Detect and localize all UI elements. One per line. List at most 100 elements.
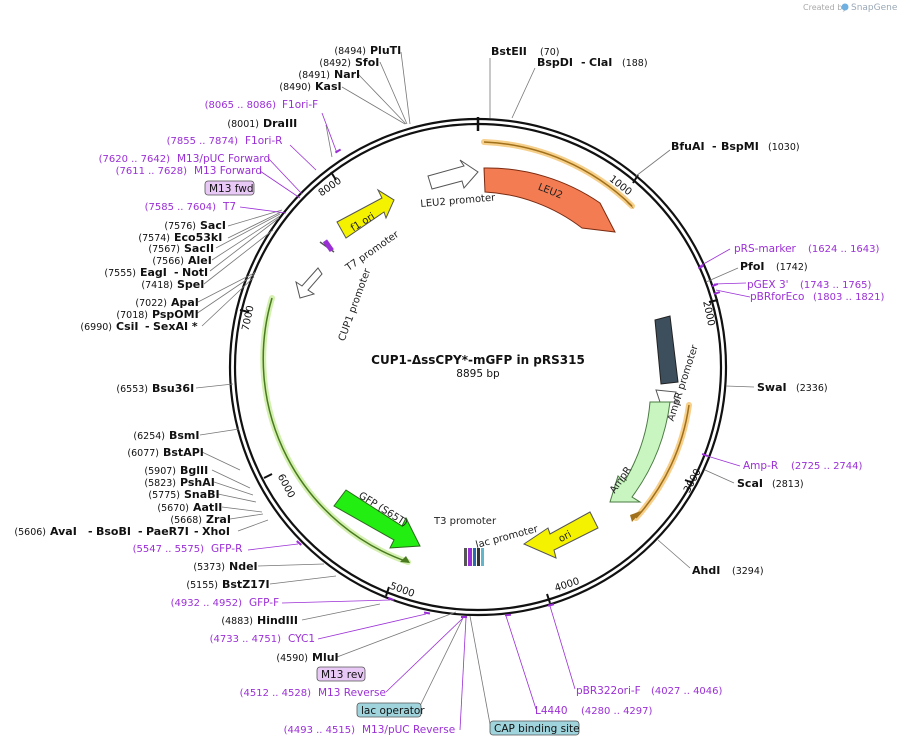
site-bstapi[interactable]: BstAPI xyxy=(163,446,204,459)
site-bstapi-pos: (6077) xyxy=(127,448,159,459)
credit-prefix: Created by xyxy=(803,3,847,12)
site-scai[interactable]: ScaI xyxy=(737,477,763,490)
primer-gfp-r[interactable]: GFP-R xyxy=(211,543,242,555)
primer-gfp-r-range: (5547 .. 5575) xyxy=(133,544,205,555)
site-scai-pos: (2813) xyxy=(772,479,804,490)
site-bsobi-dash: - xyxy=(88,525,93,538)
site-bfuai[interactable]: BfuAI xyxy=(671,140,705,153)
plasmid-name: CUP1-ΔssCPY*-mGFP in pRS315 xyxy=(371,353,585,367)
cap-binding-site-box[interactable] xyxy=(489,720,580,736)
site-bsmi[interactable]: BsmI xyxy=(169,429,200,442)
site-aatii[interactable]: AatII xyxy=(193,501,222,514)
site-apai-pos: (7022) xyxy=(135,298,167,309)
site-spei[interactable]: SpeI xyxy=(177,278,204,291)
site-bspmi-pos: (1030) xyxy=(768,142,800,153)
site-pluti[interactable]: PluTI xyxy=(370,44,401,57)
primer-amp-r-range: (2725 .. 2744) xyxy=(791,461,863,472)
site-paer7i-dash: - xyxy=(138,525,143,538)
site-bsobi[interactable]: BsoBI xyxy=(96,525,131,538)
site-eagi[interactable]: EagI xyxy=(140,266,167,279)
site-pshai-pos: (5823) xyxy=(144,478,176,489)
ampr-orf-line xyxy=(635,404,690,519)
site-snabi-pos: (5775) xyxy=(148,490,180,501)
site-sexai[interactable]: SexAI * xyxy=(153,320,198,333)
site-nari[interactable]: NarI xyxy=(334,68,360,81)
site-eco53ki[interactable]: Eco53kI xyxy=(174,231,222,244)
site-pspomi[interactable]: PspOMI xyxy=(152,308,199,321)
site-sacii[interactable]: SacII xyxy=(184,242,214,255)
tick-label-4000: 4000 xyxy=(553,576,581,594)
cup1-promoter-arrow xyxy=(295,267,323,299)
primer-m13puc-fwd[interactable]: M13/pUC Forward xyxy=(177,153,270,165)
site-avai[interactable]: AvaI xyxy=(50,525,77,538)
site-swai[interactable]: SwaI xyxy=(757,381,787,394)
m13-rev-box[interactable] xyxy=(316,666,366,682)
primer-l4440[interactable]: L4440 xyxy=(535,705,568,717)
primer-pbrforeco-range: (1803 .. 1821) xyxy=(813,292,885,303)
site-paer7i[interactable]: PaeR7I xyxy=(146,525,189,538)
site-bsteii[interactable]: BstEII xyxy=(491,45,527,58)
site-saci[interactable]: SacI xyxy=(200,219,226,232)
m13-fwd-box[interactable] xyxy=(204,180,255,196)
site-snabi[interactable]: SnaBI xyxy=(184,488,220,501)
site-csii[interactable]: CsiI xyxy=(116,320,138,333)
primer-amp-r[interactable]: Amp-R xyxy=(743,460,778,472)
primer-f1ori-f[interactable]: F1ori-F xyxy=(282,99,318,111)
site-ndei[interactable]: NdeI xyxy=(229,560,258,573)
leu2-orf-arrowhead xyxy=(626,202,634,209)
site-bsu36i[interactable]: Bsu36I xyxy=(152,382,194,395)
primer-pgex3-range: (1743 .. 1765) xyxy=(800,280,872,291)
site-ndei-pos: (5373) xyxy=(193,562,225,573)
left-site-labels: (8494) PluTI (8492) SfoI (8491) NarI (84… xyxy=(14,44,401,664)
plasmid-length: 8895 bp xyxy=(456,368,500,380)
t7-promoter-label: T7 promoter xyxy=(343,229,402,275)
primer-pbrforeco[interactable]: pBRforEco xyxy=(750,291,804,303)
lac-operator-box[interactable] xyxy=(356,702,422,718)
ori-label: ori xyxy=(557,529,574,545)
site-mlui[interactable]: MluI xyxy=(312,651,339,664)
site-draiii[interactable]: DraIII xyxy=(263,117,297,130)
site-sacii-pos: (7567) xyxy=(148,244,180,255)
gfp-orf-arrowhead xyxy=(400,556,410,563)
site-eco53ki-pos: (7574) xyxy=(138,233,170,244)
site-eagi-pos: (7555) xyxy=(104,268,136,279)
site-clai[interactable]: ClaI xyxy=(589,56,612,69)
site-xhoi[interactable]: XhoI xyxy=(202,525,230,538)
site-bstz17i[interactable]: BstZ17I xyxy=(222,578,270,591)
primer-cyc1[interactable]: CYC1 xyxy=(288,633,315,645)
tick-label-6000: 6000 xyxy=(275,472,297,500)
site-ahdi[interactable]: AhdI xyxy=(692,564,720,577)
primer-prs-marker[interactable]: pRS-marker xyxy=(734,243,797,255)
site-zrai[interactable]: ZraI xyxy=(206,513,231,526)
site-hindiii[interactable]: HindIII xyxy=(257,614,298,627)
primer-f1ori-r[interactable]: F1ori-R xyxy=(245,135,282,147)
site-bspmi[interactable]: BspMI xyxy=(721,140,759,153)
site-kasi[interactable]: KasI xyxy=(315,80,342,93)
gfp-feature-arrow xyxy=(333,489,421,549)
ampr-feature-arrow xyxy=(609,401,671,503)
site-bglii[interactable]: BglII xyxy=(180,464,208,477)
cen-ars-box xyxy=(654,315,679,385)
primer-m13-fwd[interactable]: M13 Forward xyxy=(194,165,262,177)
primer-gfp-f[interactable]: GFP-F xyxy=(249,597,279,609)
primer-m13puc-rev-range: (4493 .. 4515) xyxy=(284,725,356,736)
f1-ori-arrow xyxy=(336,188,395,239)
primer-pgex3[interactable]: pGEX 3' xyxy=(747,279,789,291)
site-sfoi[interactable]: SfoI xyxy=(355,56,379,69)
primer-m13puc-rev[interactable]: M13/pUC Reverse xyxy=(362,724,455,736)
site-pfoi[interactable]: PfoI xyxy=(740,260,765,273)
site-csii-pos: (6990) xyxy=(80,322,112,333)
primer-t7[interactable]: T7 xyxy=(222,201,236,213)
site-apai[interactable]: ApaI xyxy=(171,296,199,309)
site-noti[interactable]: NotI xyxy=(182,266,208,279)
right-site-labels: BstEII (70) BspDI - ClaI (188) BfuAI - B… xyxy=(491,45,828,577)
primer-m13-rev[interactable]: M13 Reverse xyxy=(318,687,386,699)
site-swai-pos: (2336) xyxy=(796,383,828,394)
site-alei[interactable]: AleI xyxy=(188,254,212,267)
leu2-feature-arrow xyxy=(483,167,616,233)
primer-pbr322ori-f[interactable]: pBR322ori-F xyxy=(576,685,641,697)
site-bspdi[interactable]: BspDI xyxy=(537,56,573,69)
m13-rev-label: M13 rev xyxy=(321,669,364,681)
site-pshai[interactable]: PshAI xyxy=(180,476,215,489)
site-xhoi-dash: - xyxy=(194,525,199,538)
